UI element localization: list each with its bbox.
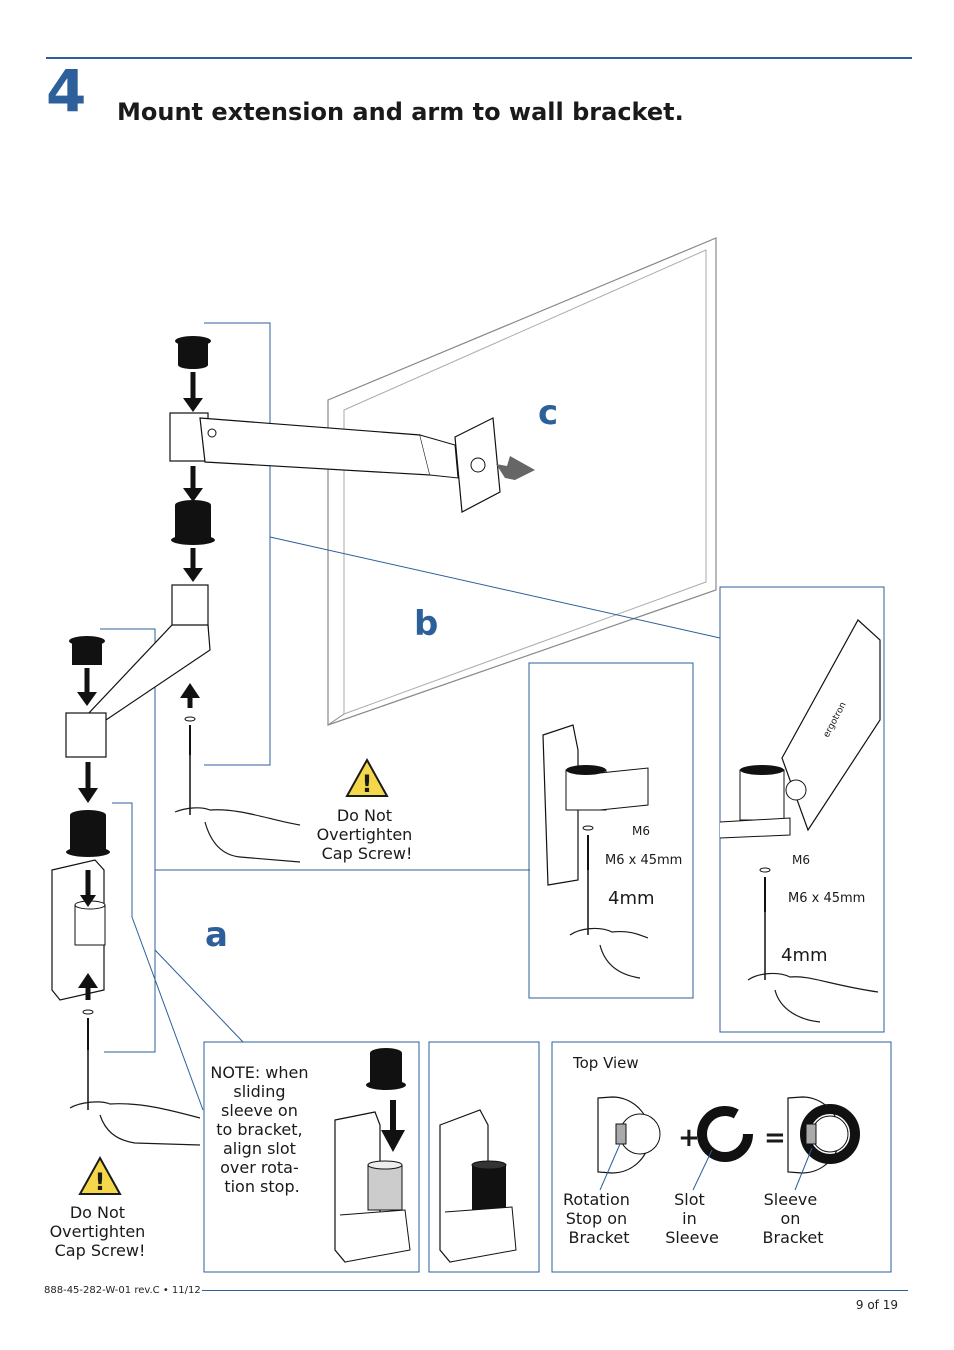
- warning-text-upper: Do Not Overtighten Cap Screw!: [317, 806, 418, 863]
- top-view-title: Top View: [572, 1054, 639, 1072]
- upper-screw: [184, 716, 196, 815]
- arrow-up-icon: [180, 683, 200, 698]
- lower-cap: [69, 636, 105, 665]
- warning-icon: !: [78, 1155, 122, 1196]
- top-rule: [46, 57, 912, 59]
- label-b: b: [414, 604, 438, 644]
- extension-arm: [65, 584, 211, 758]
- document-id: 888-45-282-W-01 rev.C • 11/12: [44, 1285, 201, 1296]
- svg-text:!: !: [95, 1168, 106, 1196]
- equals-sign: =: [764, 1123, 786, 1153]
- top-view-box: [551, 1041, 892, 1273]
- step-title: Mount extension and arm to wall bracket.: [117, 98, 684, 126]
- upper-sleeve: [171, 500, 215, 545]
- plus-sign: +: [678, 1123, 700, 1153]
- detail-left-m6: M6: [632, 824, 650, 838]
- arrowhead-icon: [183, 398, 203, 412]
- detail-left-screw: M6 x 45mm: [605, 853, 682, 868]
- detail-box-left: [528, 662, 694, 999]
- warning-text-lower: Do Not Overtighten Cap Screw!: [50, 1203, 151, 1260]
- upper-cap: [175, 336, 211, 369]
- step-number: 4: [46, 57, 87, 125]
- note-box: [203, 1041, 420, 1273]
- caption-sleeve-on-bracket: Sleeve on Bracket: [763, 1190, 824, 1247]
- monitor-arm: [169, 412, 535, 513]
- svg-text:!: !: [362, 770, 373, 798]
- arrowhead-icon: [80, 895, 96, 907]
- callout-lines: [100, 322, 721, 1111]
- arrowhead-icon: [183, 568, 203, 582]
- arrowhead-icon: [183, 488, 203, 502]
- hand-illustration: [69, 1101, 201, 1146]
- label-a: a: [205, 915, 228, 955]
- arrowhead-icon: [78, 788, 98, 803]
- detail-right-m6: M6: [792, 853, 810, 867]
- hand-illustration: [174, 807, 301, 863]
- lower-screw: [82, 1009, 94, 1110]
- caption-rotation-stop: Rotation Stop on Bracket: [563, 1190, 635, 1247]
- monitor-outline: [327, 237, 717, 726]
- note-text: NOTE: when sliding sleeve on to bracket,…: [210, 1063, 313, 1196]
- arrowhead-icon: [77, 692, 97, 706]
- wall-bracket: [51, 859, 106, 1001]
- warning-icon: !: [345, 757, 389, 798]
- bracket-sleeve-box: [428, 1041, 540, 1273]
- detail-right-screw: M6 x 45mm: [788, 891, 865, 906]
- detail-box-right: ergotron: [719, 586, 885, 1033]
- footer-rule: [202, 1290, 908, 1291]
- detail-right-tool: 4mm: [781, 945, 828, 966]
- caption-slot-in-sleeve: Slot in Sleeve: [665, 1190, 719, 1247]
- lower-sleeve: [66, 810, 110, 857]
- page-number: 9 of 19: [855, 1298, 898, 1312]
- label-c: c: [538, 393, 558, 433]
- arrow-up-icon: [78, 973, 98, 988]
- detail-left-tool: 4mm: [608, 888, 655, 909]
